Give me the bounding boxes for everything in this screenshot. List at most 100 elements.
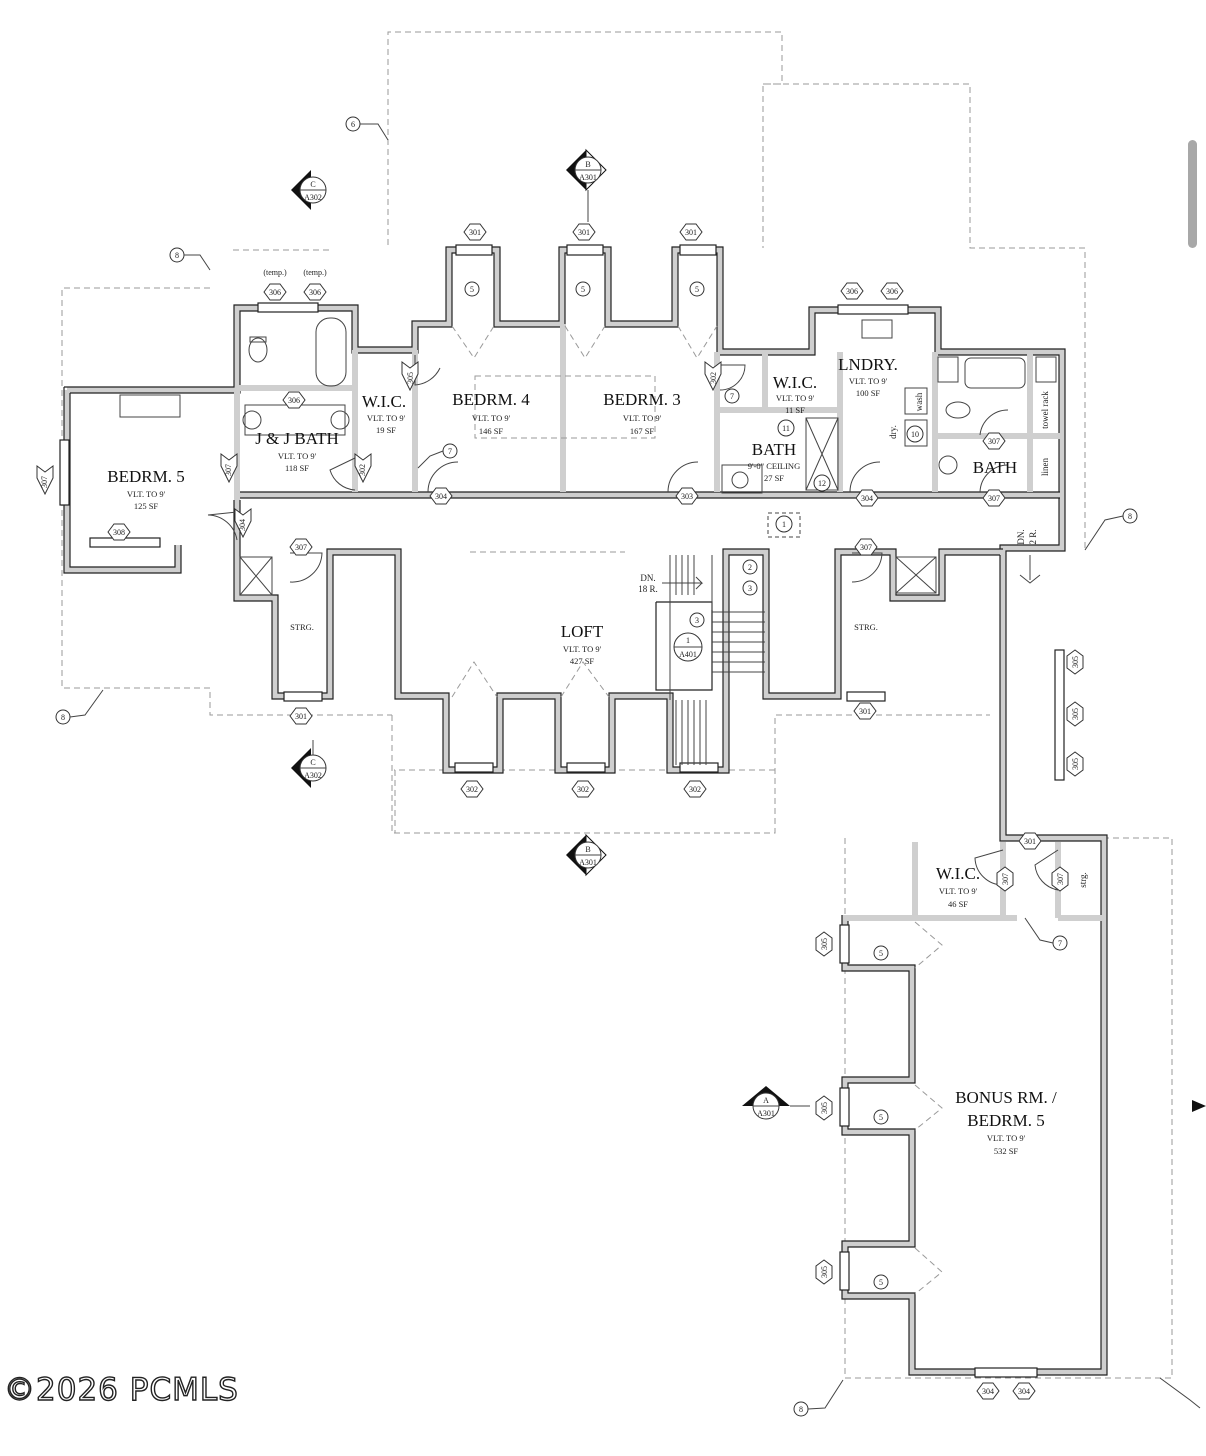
tag-305: 305 xyxy=(1066,701,1084,727)
tag-303: 303 xyxy=(675,487,699,505)
svg-text:5: 5 xyxy=(879,1113,883,1122)
watermark: ©2026 PCMLS xyxy=(3,1371,239,1408)
tag-307: 307 xyxy=(996,866,1014,892)
tag-304: 304 xyxy=(234,508,252,539)
wic-left-area: 19 SF xyxy=(376,425,396,435)
svg-text:6: 6 xyxy=(351,120,355,129)
svg-text:1: 1 xyxy=(782,520,786,529)
svg-text:5: 5 xyxy=(879,949,883,958)
svg-text:1: 1 xyxy=(686,636,690,645)
wic-lower-ceiling: VLT. TO 9' xyxy=(939,886,978,896)
svg-text:306: 306 xyxy=(846,287,858,296)
svg-text:11: 11 xyxy=(782,424,790,433)
doors xyxy=(207,355,1059,891)
bedrm3-name: BEDRM. 3 xyxy=(603,390,680,409)
bedrm5-area: 125 SF xyxy=(134,501,159,511)
wic-lower-area: 46 SF xyxy=(948,899,968,909)
strg-right-name: STRG. xyxy=(854,622,878,632)
loft-area: 427 SF xyxy=(570,656,595,666)
keynote-5: 5 xyxy=(575,281,591,297)
keynote-11: 11 xyxy=(777,419,795,437)
svg-text:5: 5 xyxy=(695,285,699,294)
tag-301: 301 xyxy=(853,702,877,720)
wic-left-ceiling: VLT. TO 9' xyxy=(367,413,406,423)
svg-text:301: 301 xyxy=(469,228,481,237)
keynote-8: 8 xyxy=(1122,508,1138,524)
lndry-ceiling: VLT. TO 9' xyxy=(849,376,888,386)
svg-text:A401: A401 xyxy=(679,650,697,659)
tag-301: 301 xyxy=(289,707,313,725)
svg-text:305: 305 xyxy=(820,1102,829,1114)
offscreen-marker xyxy=(1192,1100,1206,1112)
keynote-7: 7 xyxy=(1052,935,1068,951)
bedrm3-ceiling: VLT. TO 9' xyxy=(623,413,662,423)
stair-risers-label: 18 R. xyxy=(638,584,658,594)
dry-label: dry. xyxy=(888,425,898,439)
tag-307: 307 xyxy=(220,453,238,484)
fixtures xyxy=(119,317,1057,596)
svg-text:301: 301 xyxy=(859,707,871,716)
svg-text:8: 8 xyxy=(799,1405,803,1414)
keynote-5: 5 xyxy=(689,281,705,297)
svg-text:305: 305 xyxy=(820,1266,829,1278)
bonus-name-line2: BEDRM. 5 xyxy=(967,1111,1044,1130)
svg-text:304: 304 xyxy=(861,494,873,503)
fixture-labels: towel rack linen dry. wash (temp.) (temp… xyxy=(263,268,1050,594)
bath-mid-ceiling: 9'-0" CEILING xyxy=(748,461,800,471)
jj-bath-name: J & J BATH xyxy=(255,429,339,448)
tag-305: 305 xyxy=(815,931,833,957)
svg-text:302: 302 xyxy=(358,464,367,476)
wic-lower-name: W.I.C. xyxy=(936,864,980,883)
svg-text:307: 307 xyxy=(224,464,233,476)
keynote-5: 5 xyxy=(464,281,480,297)
svg-text:3: 3 xyxy=(748,584,752,593)
side-dn-label: DN. xyxy=(1016,529,1026,544)
bedrm4-area: 146 SF xyxy=(479,426,504,436)
side-risers-label: 2 R. xyxy=(1028,529,1038,544)
keynotes: 5 5 5 1 2 3 3 7 7 11 12 10 5 5 5 7 6 8 8… xyxy=(55,116,1201,1417)
jj-bath-area: 118 SF xyxy=(285,463,309,473)
svg-text:301: 301 xyxy=(295,712,307,721)
strg-left-name: STRG. xyxy=(290,622,314,632)
keynote-3: 3 xyxy=(742,580,758,596)
svg-text:305: 305 xyxy=(1071,708,1080,720)
svg-text:A302: A302 xyxy=(304,771,322,780)
scrollbar[interactable] xyxy=(1188,140,1197,248)
bonus-area: 532 SF xyxy=(994,1146,1019,1156)
tag-302: 302 xyxy=(460,780,484,798)
bedrm4-name: BEDRM. 4 xyxy=(452,390,530,409)
keynote-8: 8 xyxy=(793,1401,809,1417)
towel-rack-label: towel rack xyxy=(1040,391,1050,429)
bedrm4-ceiling: VLT. TO 9' xyxy=(472,413,511,423)
keynote-5: 5 xyxy=(873,945,889,961)
keynote-10: 10 xyxy=(906,425,924,443)
svg-text:305: 305 xyxy=(406,372,415,384)
svg-text:3: 3 xyxy=(695,616,699,625)
tag-306: 306 xyxy=(303,283,327,301)
tag-301: 301 xyxy=(463,223,487,241)
svg-text:304: 304 xyxy=(982,1387,994,1396)
svg-text:307: 307 xyxy=(860,543,872,552)
loft-name: LOFT xyxy=(561,622,604,641)
tag-304: 304 xyxy=(976,1382,1000,1400)
keynote-7: 7 xyxy=(724,388,740,404)
tag-307: 307 xyxy=(982,432,1006,450)
svg-text:7: 7 xyxy=(1058,939,1062,948)
bath-mid-name: BATH xyxy=(752,440,796,459)
svg-text:7: 7 xyxy=(448,447,452,456)
tag-304: 304 xyxy=(1012,1382,1036,1400)
svg-text:306: 306 xyxy=(288,396,300,405)
svg-text:302: 302 xyxy=(709,372,718,384)
svg-text:305: 305 xyxy=(820,938,829,950)
svg-text:301: 301 xyxy=(1024,837,1036,846)
stairs xyxy=(662,555,1041,765)
tag-307: 307 xyxy=(1051,866,1069,892)
keynote-5: 5 xyxy=(873,1274,889,1290)
keynote-2: 2 xyxy=(742,559,758,575)
tag-301: 301 xyxy=(679,223,703,241)
bonus-ceiling: VLT. TO 9' xyxy=(987,1133,1026,1143)
svg-text:C: C xyxy=(310,180,315,189)
tag-302: 302 xyxy=(704,361,722,392)
svg-text:5: 5 xyxy=(470,285,474,294)
tag-306: 306 xyxy=(282,391,306,409)
